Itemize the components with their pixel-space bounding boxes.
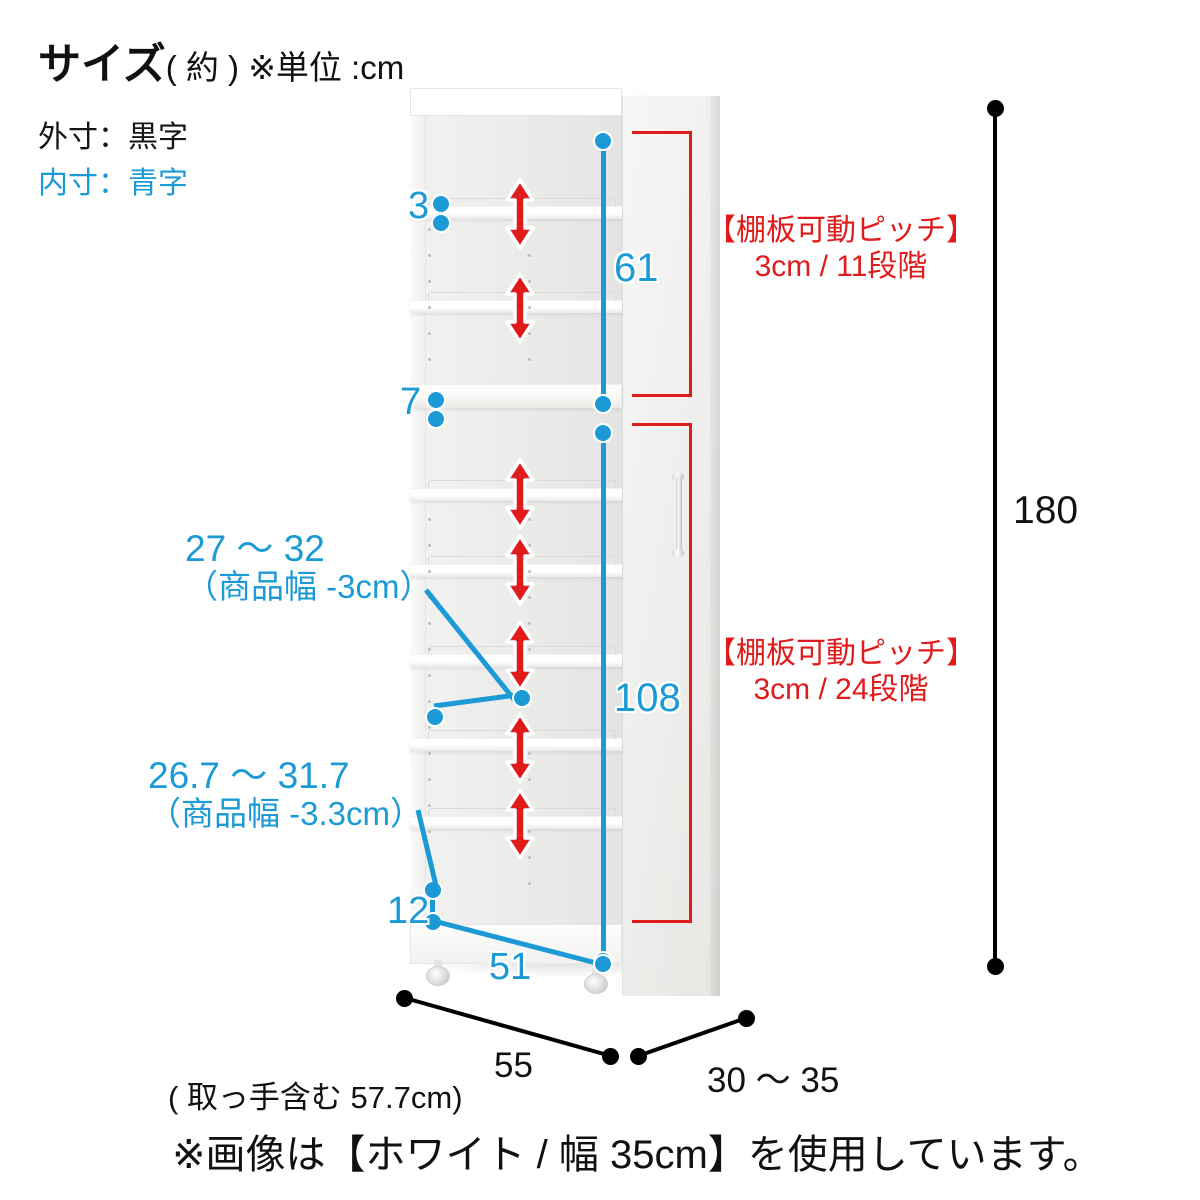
dimension-dot: [593, 394, 613, 414]
legend-inner-dimension: 内寸：青字: [38, 167, 188, 200]
page-title-main: サイズ: [38, 41, 166, 89]
dimension-dot: [426, 409, 446, 429]
callout-upper-depth-note: （商品幅 -3cm）: [185, 568, 433, 606]
dimension-line-180: [993, 108, 997, 966]
dimension-overall-height: 180: [1013, 489, 1079, 532]
pitch-bracket-upper: [632, 131, 692, 397]
cabinet-side-panel: [622, 96, 720, 996]
adjust-arrow-icon: [503, 534, 537, 606]
pitch-note-upper: 【棚板可動ピッチ】 3cm / 11段階: [706, 213, 976, 285]
dimension-line-108: [601, 432, 606, 960]
handle-bottom-cap: [672, 549, 684, 557]
dimension-line-55: [404, 996, 612, 1058]
dimension-upper-height: 61: [614, 246, 659, 290]
caster-wheel-disc: [426, 966, 450, 986]
door-handle: [672, 473, 684, 557]
legend-outer-dimension: 外寸：黒字: [38, 121, 188, 154]
dimension-dot: [602, 1048, 619, 1065]
dimension-overall-depth: 30 ～ 35: [707, 1061, 840, 1100]
adjust-arrow-icon: [503, 788, 537, 860]
page-title: サイズ( 約 ) ※単位 :cm: [38, 30, 404, 92]
dimension-line-51: [429, 917, 601, 967]
pitch-note-upper-title: 【棚板可動ピッチ】: [706, 214, 976, 247]
dimension-shelf-gap: 3: [408, 185, 430, 227]
pitch-note-lower-title: 【棚板可動ピッチ】: [706, 637, 976, 670]
callout-upper-depth: 27 ～ 32 （商品幅 -3cm）: [185, 528, 433, 606]
callout-leader-lower: [415, 809, 441, 895]
dimension-dot: [426, 390, 446, 410]
pitch-note-lower: 【棚板可動ピッチ】 3cm / 24段階: [706, 636, 976, 708]
dimension-dot: [431, 194, 451, 214]
dimension-dot: [425, 707, 445, 727]
callout-lower-depth-value: 26.7 ～ 31.7: [148, 755, 350, 796]
callout-leader-upper: [424, 588, 525, 709]
cabinet-left-wall: [410, 112, 426, 964]
dimension-dot: [630, 1048, 647, 1065]
adjust-arrow-icon: [503, 458, 537, 530]
pitch-note-upper-value: 3cm / 11段階: [754, 250, 928, 283]
cabinet-top-board: [410, 88, 622, 116]
footer-width-with-handle: ( 取っ手含む 57.7cm): [168, 1080, 463, 1115]
caster-stem: [434, 960, 442, 968]
callout-upper-depth-value: 27 ～ 32: [185, 528, 325, 569]
dimension-overall-width: 55: [494, 1046, 533, 1085]
dimension-dot: [593, 954, 613, 974]
handle-bar: [676, 476, 682, 554]
dimension-inner-width: 51: [489, 946, 532, 988]
dimension-line-depth: [637, 1016, 747, 1058]
dimension-dot: [987, 958, 1004, 975]
dimension-dot: [512, 688, 532, 708]
callout-lower-depth-note: （商品幅 -3.3cm）: [148, 795, 424, 833]
dimension-mid-board: 7: [400, 381, 422, 423]
dimension-base-height: 12: [387, 890, 430, 932]
pitch-bracket-lower: [632, 423, 692, 923]
cabinet-illustration: [404, 88, 724, 1008]
dimension-line-12: [430, 889, 435, 922]
dimension-dot: [396, 990, 413, 1007]
page-title-sub: ( 約 ) ※単位 :cm: [165, 49, 405, 86]
dimension-dot: [593, 423, 613, 443]
footer-image-note: ※画像は【ホワイト / 幅 35cm】を使用しています。: [172, 1133, 1103, 1177]
dimension-dot: [593, 131, 613, 151]
dimension-dot: [431, 213, 451, 233]
adjust-arrow-icon: [503, 272, 537, 344]
dimension-dot: [987, 100, 1004, 117]
caster-wheel-disc: [584, 974, 608, 994]
adjust-arrow-icon: [503, 712, 537, 784]
dimension-line-61: [601, 140, 606, 406]
caster-wheel: [426, 960, 450, 986]
dimension-lower-height: 108: [614, 676, 681, 720]
adjust-arrow-icon: [503, 178, 537, 250]
callout-lower-depth: 26.7 ～ 31.7 （商品幅 -3.3cm）: [148, 755, 423, 833]
dimension-dot: [738, 1010, 755, 1027]
pitch-note-lower-value: 3cm / 24段階: [753, 673, 929, 706]
